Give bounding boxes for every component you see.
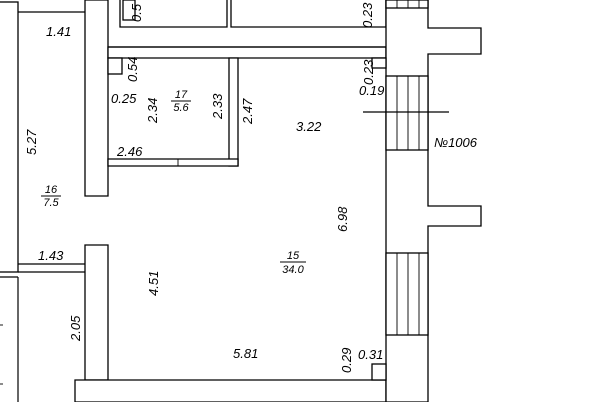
windows bbox=[363, 0, 449, 336]
dimension-label: 0.25 bbox=[111, 91, 137, 106]
dimension-label: 2.46 bbox=[116, 144, 143, 159]
dimension-label: 6.98 bbox=[335, 206, 350, 232]
window-balcony-lower bbox=[385, 252, 429, 336]
wall-bathroom-right bbox=[228, 57, 239, 167]
dimension-label: 1.43 bbox=[38, 248, 64, 263]
apartment-number: №1006 bbox=[434, 135, 478, 150]
dimension-labels: 1.41 0.5 0.23 0.54 0.25 2.34 2.33 2.47 0… bbox=[24, 2, 384, 373]
dimension-label: 0.19 bbox=[359, 83, 384, 98]
dimension-label: 1.41 bbox=[46, 24, 71, 39]
dimension-label: 0.29 bbox=[339, 348, 354, 373]
duct-bathroom bbox=[107, 57, 123, 75]
dimension-label: 2.33 bbox=[210, 93, 225, 120]
wall-top-band bbox=[107, 46, 387, 59]
window-balcony-upper bbox=[385, 75, 429, 151]
room-area: 7.5 bbox=[43, 197, 59, 209]
dimension-label: 2.05 bbox=[68, 315, 83, 342]
room-16-label: 16 7.5 bbox=[41, 184, 61, 209]
wall-right-exterior bbox=[385, 0, 482, 402]
dimension-label: 2.34 bbox=[145, 98, 160, 124]
dimension-label: 0.23 bbox=[361, 59, 376, 85]
duct-top-right bbox=[371, 57, 387, 69]
dimension-label: 5.81 bbox=[233, 346, 258, 361]
wall-bottom bbox=[74, 379, 387, 402]
window-top bbox=[385, 0, 429, 9]
wall-top-small-box bbox=[122, 0, 136, 21]
room-17-label: 17 5.6 bbox=[171, 89, 191, 114]
room-number: 17 bbox=[175, 89, 188, 101]
dimension-label: 0.54 bbox=[125, 57, 140, 82]
dimension-label: 0.5 bbox=[129, 3, 144, 22]
wall-bathroom-bottom bbox=[107, 158, 239, 167]
room-number: 16 bbox=[45, 184, 58, 196]
wall-top-partition-a bbox=[119, 0, 228, 28]
misc-marks bbox=[0, 324, 3, 385]
room-area: 5.6 bbox=[173, 102, 189, 114]
dimension-label: 4.51 bbox=[146, 271, 161, 296]
wall-column-lower-left bbox=[84, 244, 109, 381]
room-area: 34.0 bbox=[282, 264, 304, 276]
dimension-label: 2.47 bbox=[240, 98, 255, 125]
wall-left-corridor bbox=[0, 1, 19, 273]
duct-bottom-right bbox=[371, 363, 387, 381]
wall-column-left bbox=[84, 0, 109, 197]
dimension-label: 0.23 bbox=[360, 2, 375, 28]
dimension-label: 5.27 bbox=[24, 129, 39, 155]
dimension-label: 0.31 bbox=[358, 347, 383, 362]
room-15-label: 15 34.0 bbox=[280, 250, 306, 276]
room-number: 15 bbox=[287, 250, 300, 262]
dimension-label: 3.22 bbox=[296, 119, 322, 134]
